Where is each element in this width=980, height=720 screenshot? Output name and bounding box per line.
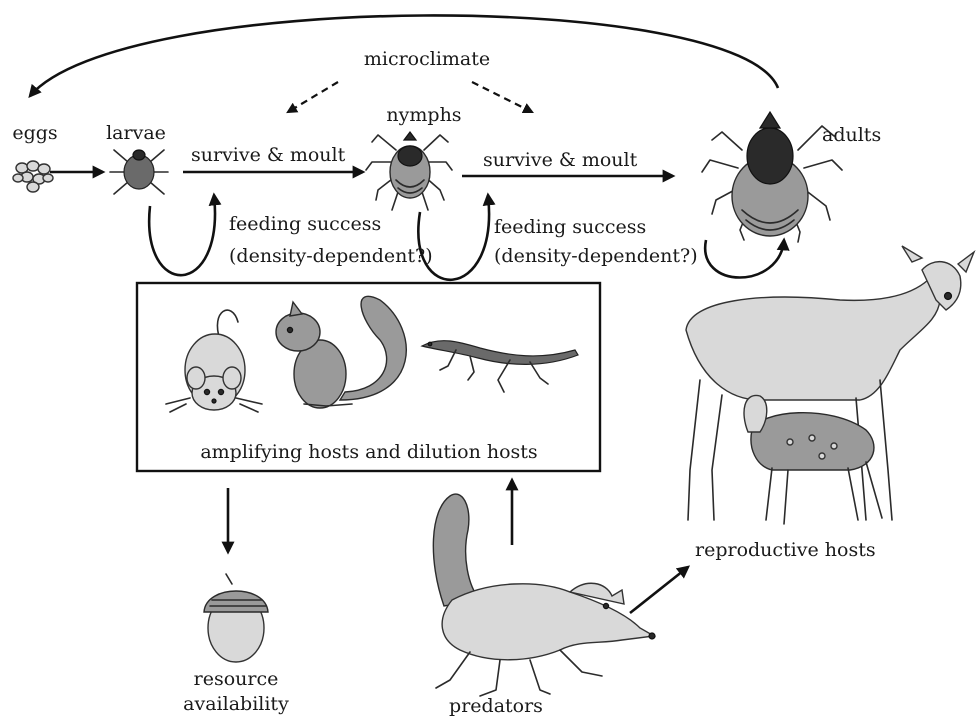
feeding-success-label-2: feeding success bbox=[494, 216, 646, 238]
resource-label-line1: resource bbox=[194, 668, 279, 690]
microclimate-to-survival2-dashed-arrow bbox=[472, 82, 532, 112]
eggs-illustration bbox=[13, 161, 53, 192]
nymph-illustration bbox=[366, 132, 452, 210]
larvae-feeding-loop-arrow bbox=[149, 195, 215, 275]
density-dependent-label-1: (density-dependent?) bbox=[229, 245, 433, 267]
survive-moult-label-2: survive & moult bbox=[483, 149, 638, 171]
squirrel-illustration bbox=[276, 296, 406, 408]
larva-illustration bbox=[110, 150, 168, 194]
adult-tick-illustration bbox=[702, 112, 842, 242]
resource-label-line2: availability bbox=[183, 693, 289, 715]
adults-label: adults bbox=[822, 124, 881, 146]
deer-illustration bbox=[686, 246, 974, 524]
adults-feeding-loop-arrow bbox=[705, 240, 784, 278]
nymphs-label: nymphs bbox=[386, 104, 461, 126]
larvae-label: larvae bbox=[106, 122, 166, 144]
feeding-success-label-1: feeding success bbox=[229, 213, 381, 235]
predators-to-reproductive-hosts-arrow bbox=[630, 567, 688, 613]
reproductive-hosts-label: reproductive hosts bbox=[695, 539, 876, 561]
density-dependent-label-2: (density-dependent?) bbox=[494, 245, 698, 267]
acorn-illustration bbox=[204, 574, 268, 662]
microclimate-label: microclimate bbox=[364, 48, 490, 70]
fox-illustration bbox=[433, 494, 655, 696]
hosts-box-label: amplifying hosts and dilution hosts bbox=[200, 441, 537, 463]
lizard-illustration bbox=[422, 341, 578, 392]
eggs-label: eggs bbox=[12, 122, 57, 144]
predators-label: predators bbox=[449, 695, 543, 717]
nymphs-feeding-loop-arrow bbox=[418, 195, 489, 280]
mouse-illustration bbox=[166, 310, 262, 412]
microclimate-to-survival1-dashed-arrow bbox=[288, 82, 338, 112]
survive-moult-label-1: survive & moult bbox=[191, 144, 346, 166]
